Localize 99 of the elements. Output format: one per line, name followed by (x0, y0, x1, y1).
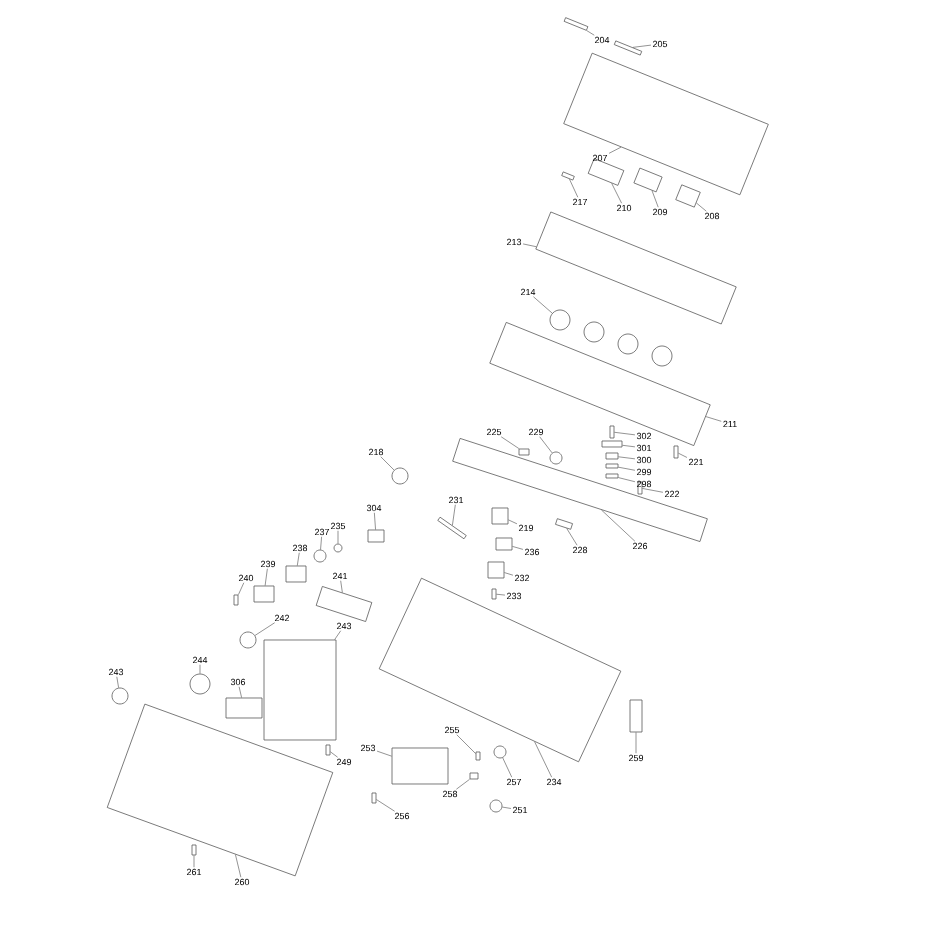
leader-line (512, 546, 524, 550)
leader-line (508, 519, 518, 525)
leader-line (502, 757, 513, 778)
part-outline (491, 588, 497, 600)
part-outline (629, 699, 643, 733)
leader-line (376, 799, 395, 812)
leader-line (264, 568, 268, 586)
leader-line (116, 676, 119, 688)
part-outline (285, 565, 307, 583)
part-outline (673, 445, 679, 459)
leader-line (586, 30, 595, 36)
leader-line (374, 512, 376, 530)
part-outline (391, 747, 449, 785)
leader-line (254, 622, 275, 636)
part-outline (487, 561, 505, 579)
leader-line (642, 488, 664, 493)
leader-line (539, 436, 553, 454)
leader-line (635, 732, 637, 754)
part-outline (371, 792, 377, 804)
leader-line (522, 243, 537, 247)
leader-line (193, 855, 195, 868)
round-part (549, 309, 571, 331)
part-outline (475, 751, 481, 761)
part-outline (605, 473, 619, 479)
part-outline (325, 744, 331, 756)
round-part (111, 687, 129, 705)
part-outline (225, 697, 263, 719)
leader-line (376, 750, 392, 757)
part-outline (633, 167, 663, 193)
part-outline (469, 772, 479, 780)
leader-line (238, 582, 245, 595)
leader-line (601, 509, 636, 542)
part-outline (315, 586, 373, 622)
round-part (189, 673, 211, 695)
leader-line (502, 806, 512, 809)
leader-line (678, 452, 688, 458)
part-outline (675, 184, 701, 208)
part-outline (489, 322, 711, 446)
part-outline (233, 594, 239, 606)
part-outline (263, 639, 337, 741)
part-outline (587, 158, 625, 186)
part-outline (561, 171, 575, 181)
round-part (333, 543, 343, 553)
round-part (489, 799, 503, 813)
part-outline (106, 703, 334, 877)
round-part (549, 451, 563, 465)
round-part (391, 467, 409, 485)
leader-line (608, 146, 622, 154)
leader-line (456, 734, 476, 754)
leader-line (696, 202, 707, 212)
leader-line (705, 416, 722, 422)
leader-line (235, 854, 242, 878)
leader-line (622, 445, 636, 448)
leader-line (320, 536, 322, 550)
leader-line (297, 552, 300, 566)
leader-line (337, 530, 339, 544)
part-outline (601, 440, 623, 448)
leader-line (614, 432, 636, 436)
leader-line (632, 44, 652, 48)
part-outline (253, 585, 275, 603)
part-outline (191, 844, 197, 856)
part-outline (609, 425, 615, 439)
part-outline (563, 52, 769, 196)
part-outline (555, 518, 573, 530)
leader-line (199, 664, 201, 674)
leader-line (330, 751, 338, 758)
leader-line (569, 178, 579, 198)
leader-line (334, 630, 342, 640)
part-outline (495, 537, 513, 551)
leader-line (534, 741, 552, 778)
round-part (313, 549, 327, 563)
part-outline (518, 448, 530, 456)
leader-line (456, 779, 470, 790)
leader-line (618, 466, 636, 471)
round-part (493, 745, 507, 759)
part-outline (367, 529, 385, 543)
part-outline (605, 452, 619, 460)
part-outline (378, 577, 622, 763)
part-outline (563, 17, 589, 31)
leader-line (500, 436, 520, 449)
leader-line (651, 190, 659, 208)
leader-line (618, 456, 636, 460)
leader-line (533, 296, 553, 314)
leader-line (566, 528, 578, 546)
leader-line (238, 686, 242, 698)
round-part (239, 631, 257, 649)
leader-line (611, 183, 622, 204)
leader-line (452, 504, 456, 526)
part-outline (437, 516, 467, 540)
leader-line (340, 580, 343, 593)
part-outline (605, 463, 619, 469)
leader-line (380, 456, 395, 471)
leader-line (504, 572, 514, 576)
leader-line (496, 593, 506, 596)
leader-line (618, 477, 636, 483)
part-outline (535, 211, 737, 325)
part-outline (452, 438, 708, 542)
part-outline (613, 40, 643, 56)
part-outline (491, 507, 509, 525)
